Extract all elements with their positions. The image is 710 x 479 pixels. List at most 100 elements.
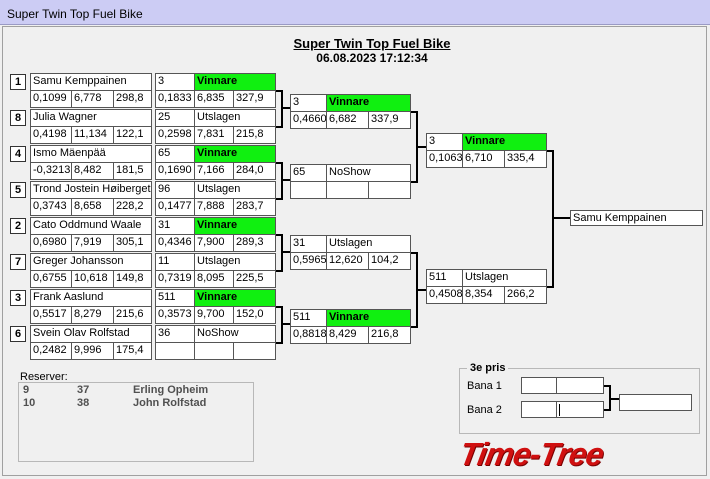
result-status[interactable]: Utslagen [194,253,276,271]
speed[interactable]: 284,0 [233,162,276,180]
result-status[interactable]: Vinnare [194,73,276,91]
speed[interactable]: 152,0 [233,306,276,324]
rider-name[interactable]: Trond Jostein Høiberget [30,181,152,199]
lane-number[interactable]: 511 [426,269,463,287]
result-status[interactable]: Utslagen [462,269,547,287]
elapsed-time[interactable]: 6,835 [194,90,234,108]
speed[interactable]: 283,7 [233,198,276,216]
elapsed-time[interactable]: 11,134 [71,126,114,144]
speed[interactable]: 175,4 [113,342,152,360]
reaction-time[interactable]: 0,4198 [30,126,72,144]
reaction-time[interactable]: 0,8818 [290,326,327,344]
elapsed-time[interactable]: 9,700 [194,306,234,324]
result-status[interactable]: Vinnare [194,217,276,235]
elapsed-time[interactable]: 7,919 [71,234,114,252]
reaction-time[interactable]: 0,1690 [155,162,195,180]
reserves-list[interactable]: 9 37 Erling Opheim 10 38 John Rolfstad [18,382,254,462]
speed[interactable]: 298,8 [113,90,152,108]
elapsed-time[interactable]: 12,620 [326,252,369,270]
rider-name[interactable]: Julia Wagner [30,109,152,127]
speed[interactable]: 327,9 [233,90,276,108]
speed[interactable]: 215,8 [233,126,276,144]
elapsed-time[interactable] [194,342,234,360]
lane-number[interactable]: 11 [155,253,195,271]
lane-number[interactable]: 65 [155,145,195,163]
result-status[interactable]: Vinnare [326,309,411,327]
elapsed-time[interactable]: 10,618 [71,270,114,288]
window-titlebar[interactable]: Super Twin Top Fuel Bike [0,0,710,25]
speed[interactable] [368,181,411,199]
reaction-time[interactable]: 0,6980 [30,234,72,252]
elapsed-time[interactable]: 8,658 [71,198,114,216]
result-status[interactable]: Utslagen [194,181,276,199]
lane2-name-field[interactable] [556,401,604,418]
speed[interactable]: 181,5 [113,162,152,180]
elapsed-time[interactable]: 6,682 [326,111,369,129]
reaction-time[interactable]: 0,1099 [30,90,72,108]
speed[interactable]: 225,5 [233,270,276,288]
speed[interactable]: 228,2 [113,198,152,216]
rider-name[interactable]: Frank Aaslund [30,289,152,307]
elapsed-time[interactable]: 9,996 [71,342,114,360]
lane2-number-field[interactable] [521,401,557,418]
reaction-time[interactable]: 0,4346 [155,234,195,252]
lane-number[interactable]: 3 [426,133,463,151]
reaction-time[interactable]: 0,5965 [290,252,327,270]
speed[interactable]: 104,2 [368,252,411,270]
rider-name[interactable]: Svein Olav Rolfstad [30,325,152,343]
result-status[interactable]: NoShow [326,164,411,182]
lane-number[interactable]: 36 [155,325,195,343]
reaction-time[interactable]: 0,5517 [30,306,72,324]
result-status[interactable]: Vinnare [194,289,276,307]
result-status[interactable]: Utslagen [326,235,411,253]
reaction-time[interactable]: 0,3743 [30,198,72,216]
speed[interactable] [233,342,276,360]
elapsed-time[interactable]: 6,778 [71,90,114,108]
reaction-time[interactable]: -0,3213 [30,162,72,180]
result-status[interactable]: Vinnare [194,145,276,163]
lane-number[interactable]: 31 [290,235,327,253]
lane1-number-field[interactable] [521,377,557,394]
lane-number[interactable]: 96 [155,181,195,199]
result-status[interactable]: Vinnare [326,94,411,112]
elapsed-time[interactable]: 6,710 [462,150,505,168]
speed[interactable]: 266,2 [504,286,547,304]
third-prize-winner-field[interactable] [619,394,692,411]
elapsed-time[interactable]: 8,482 [71,162,114,180]
elapsed-time[interactable]: 8,095 [194,270,234,288]
elapsed-time[interactable]: 8,429 [326,326,369,344]
rider-name[interactable]: Greger Johansson [30,253,152,271]
reaction-time[interactable] [290,181,327,199]
lane1-name-field[interactable] [556,377,604,394]
speed[interactable]: 216,8 [368,326,411,344]
elapsed-time[interactable] [326,181,369,199]
result-status[interactable]: Vinnare [462,133,547,151]
speed[interactable]: 335,4 [504,150,547,168]
elapsed-time[interactable]: 7,831 [194,126,234,144]
reaction-time[interactable]: 0,1833 [155,90,195,108]
elapsed-time[interactable]: 8,354 [462,286,505,304]
reaction-time[interactable]: 0,2482 [30,342,72,360]
lane-number[interactable]: 3 [155,73,195,91]
speed[interactable]: 305,1 [113,234,152,252]
lane-number[interactable]: 31 [155,217,195,235]
lane-number[interactable]: 3 [290,94,327,112]
reaction-time[interactable]: 0,7319 [155,270,195,288]
rider-name[interactable]: Cato Oddmund Waale [30,217,152,235]
rider-name[interactable]: Samu Kemppainen [30,73,152,91]
reaction-time[interactable]: 0,1063 [426,150,463,168]
rider-name[interactable]: Ismo Mäenpää [30,145,152,163]
lane-number[interactable]: 65 [290,164,327,182]
lane-number[interactable]: 511 [155,289,195,307]
reaction-time[interactable]: 0,4660 [290,111,327,129]
result-status[interactable]: NoShow [194,325,276,343]
speed[interactable]: 149,8 [113,270,152,288]
lane-number[interactable]: 511 [290,309,327,327]
reaction-time[interactable]: 0,6755 [30,270,72,288]
reaction-time[interactable] [155,342,195,360]
reaction-time[interactable]: 0,4508 [426,286,463,304]
elapsed-time[interactable]: 7,888 [194,198,234,216]
reaction-time[interactable]: 0,2598 [155,126,195,144]
speed[interactable]: 122,1 [113,126,152,144]
elapsed-time[interactable]: 8,279 [71,306,114,324]
